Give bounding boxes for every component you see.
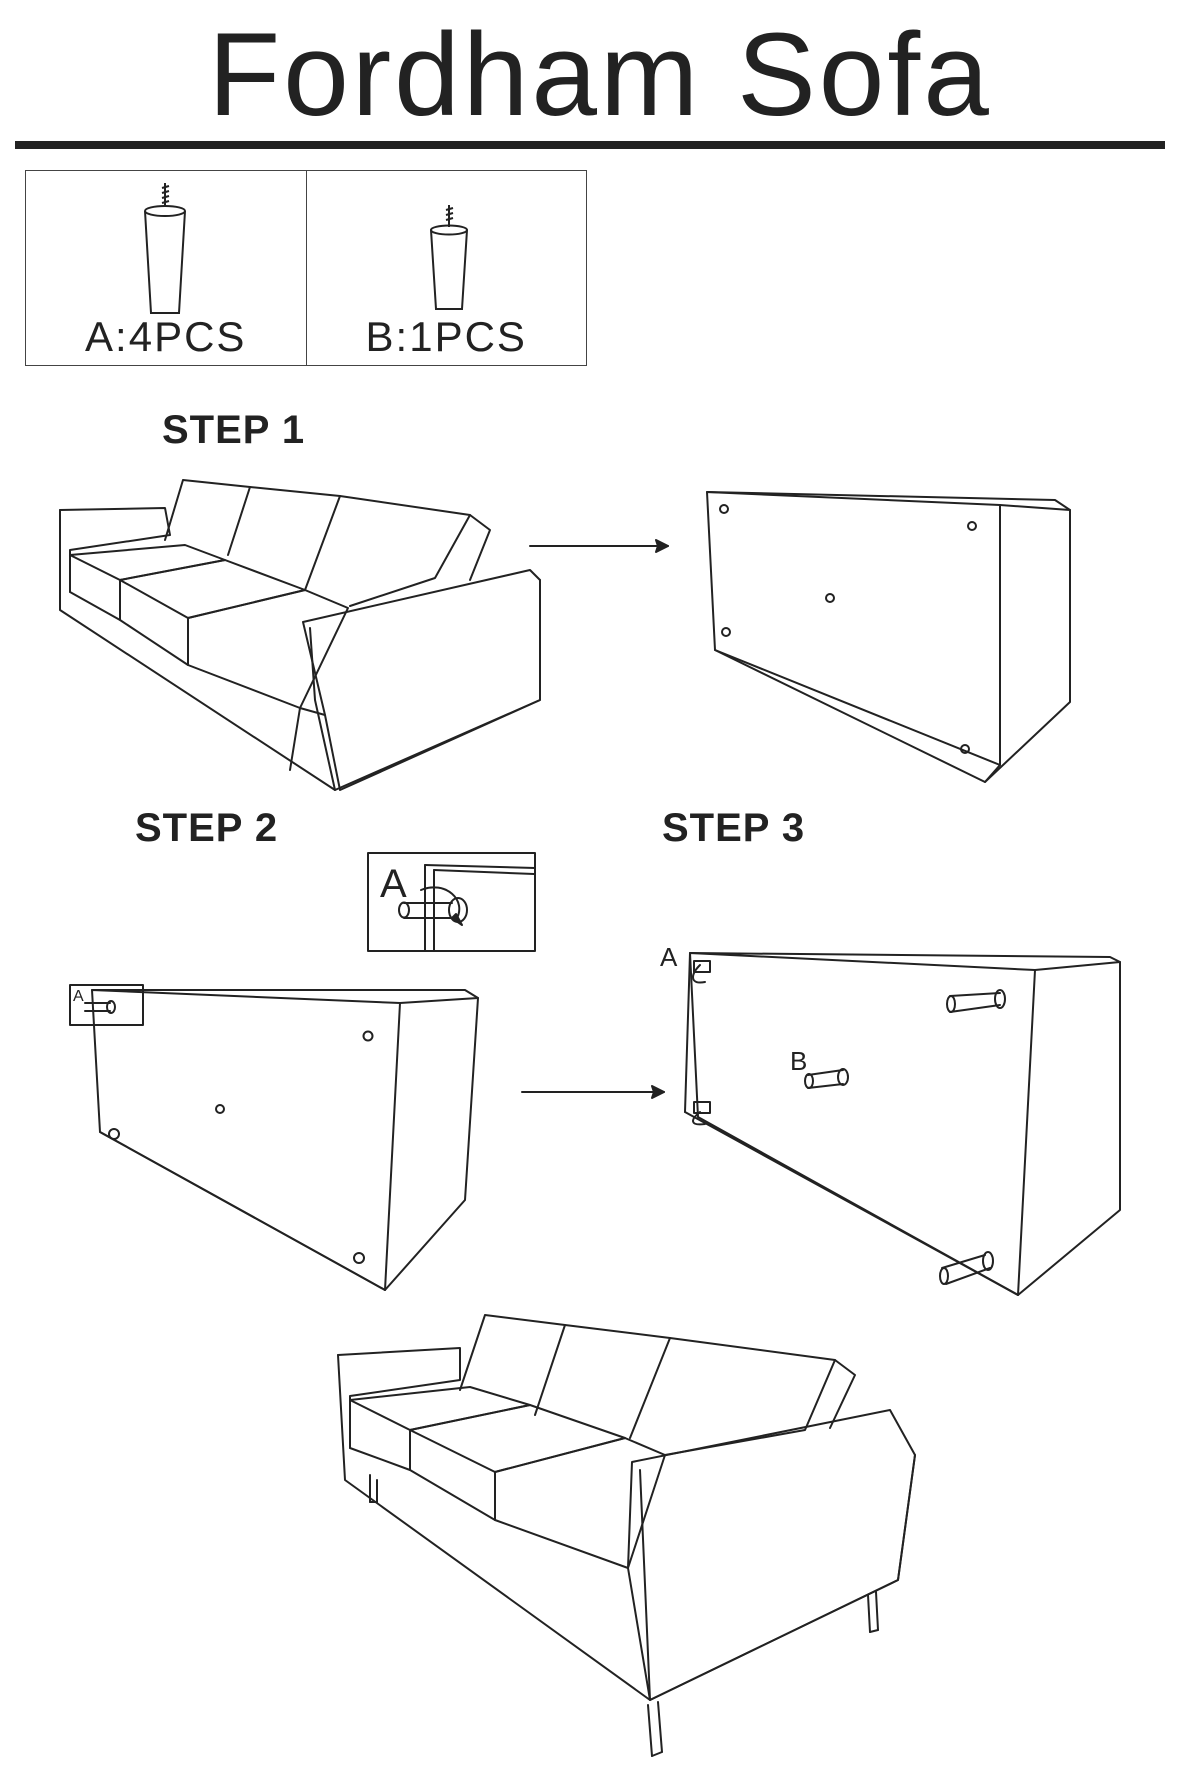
part-a-cell: A:4PCS [26, 171, 306, 365]
sofa-without-legs-drawing [59, 479, 541, 791]
title-rule [15, 141, 1165, 149]
page-title: Fordham Sofa [208, 9, 992, 141]
leg-b-label: B [790, 1046, 807, 1076]
assembled-sofa-drawing [337, 1314, 916, 1757]
sofa-bottom-view-drawing [706, 491, 1071, 783]
parts-table: A:4PCS B:1PCS [25, 170, 587, 366]
short-leg-icon [429, 205, 468, 310]
zoom-detail-box [367, 852, 536, 952]
part-b-label: B:1PCS [365, 313, 527, 360]
step-2-label: STEP 2 [135, 806, 279, 850]
part-a-label: A:4PCS [85, 313, 247, 360]
sofa-bottom-view-leg-a-drawing [69, 984, 479, 1291]
part-b-cell: B:1PCS [305, 171, 587, 365]
leg-a-label: A [660, 942, 678, 972]
step-3-label: STEP 3 [662, 806, 806, 850]
tall-leg-icon [144, 183, 186, 314]
step-1-label: STEP 1 [162, 408, 306, 452]
small-callout-a-label: A [73, 988, 84, 1005]
sofa-bottom-view-all-legs-drawing [684, 952, 1121, 1296]
zoom-callout-a-label: A [380, 862, 407, 906]
